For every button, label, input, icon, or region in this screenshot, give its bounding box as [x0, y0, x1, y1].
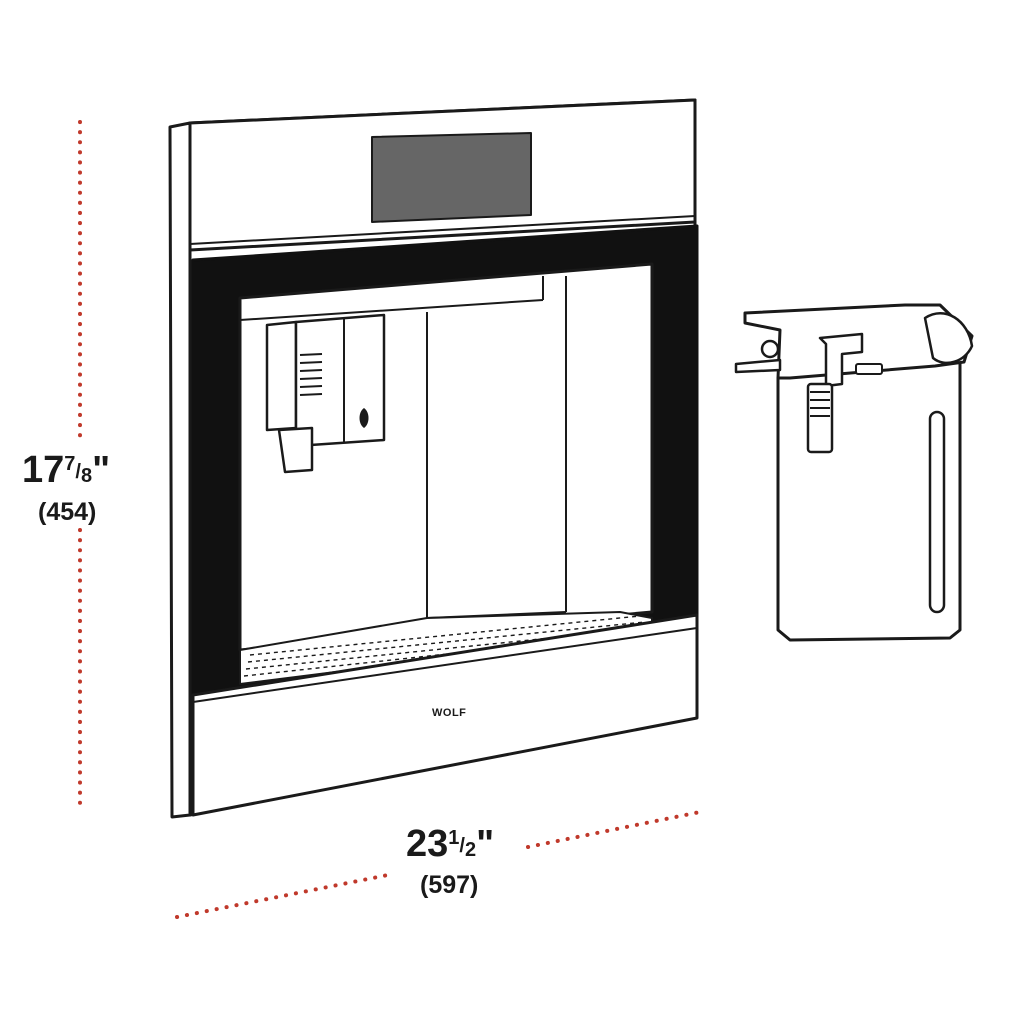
spout-housing: [294, 313, 386, 448]
milk-container-knob: [760, 339, 780, 359]
width-dimension-line-left: [175, 872, 395, 919]
width-dimension-line-right: [526, 810, 702, 849]
spout-vent: [299, 353, 323, 396]
height-numerator: 7: [64, 453, 75, 475]
bean-icon: [359, 408, 369, 428]
width-label: 231/2": [406, 823, 494, 865]
width-whole: 23: [406, 823, 448, 865]
control-panel-inner-edge: [189, 215, 696, 245]
bottom-panel: [191, 613, 699, 817]
width-numerator: 1: [448, 827, 459, 849]
width-slash: /: [459, 835, 465, 857]
milk-container-clip: [734, 358, 782, 374]
machine-side-trim: [168, 121, 192, 819]
milk-intake-connector: [806, 382, 834, 454]
width-metric: (597): [420, 871, 478, 899]
bottom-panel-inner-edge: [192, 627, 698, 703]
height-unit: ": [92, 449, 110, 491]
milk-level-window: [928, 410, 946, 614]
spout-bracket: [265, 320, 298, 432]
cavity-ceiling: [239, 299, 544, 321]
brand-logo: WOLF: [432, 707, 466, 719]
coffee-machine: [168, 98, 699, 819]
height-label: 177/8": [22, 449, 110, 491]
height-denominator: 8: [81, 465, 92, 487]
width-denominator: 2: [465, 839, 476, 861]
milk-intake-tube: [818, 332, 864, 388]
width-unit: ": [476, 823, 494, 865]
milk-indicator: [855, 363, 883, 375]
height-metric: (454): [38, 498, 96, 526]
milk-tube-ridges: [810, 391, 830, 417]
display-screen: [371, 132, 532, 223]
milk-container: [734, 303, 974, 642]
height-whole: 17: [22, 449, 64, 491]
milk-lid-handle: [923, 312, 974, 365]
height-slash: /: [75, 461, 81, 483]
spout-nozzle: [277, 426, 314, 474]
